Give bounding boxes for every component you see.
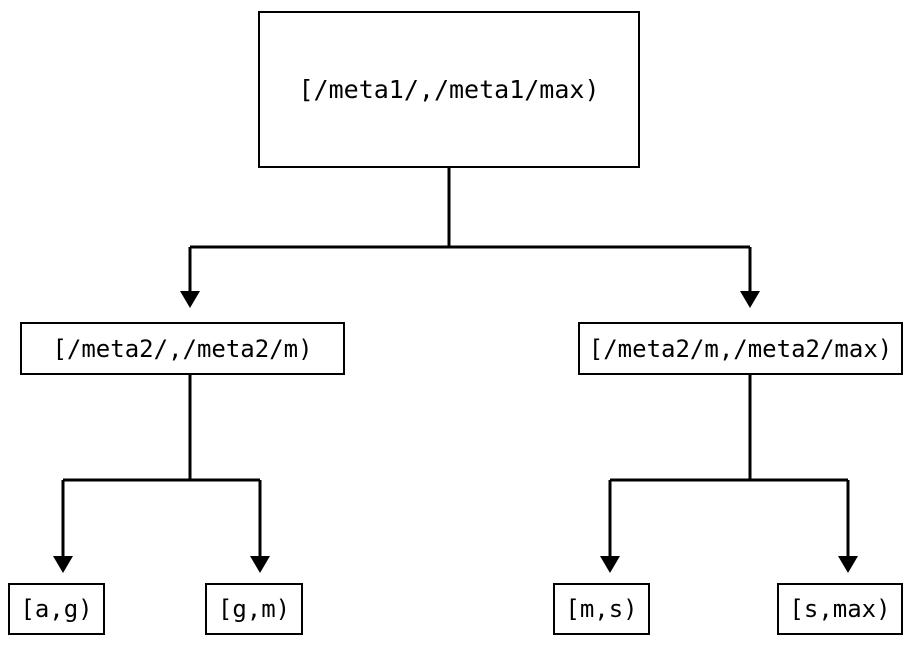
node-leaf-4-label: [s,max) xyxy=(789,595,891,623)
arrowhead-icon-group_mid_left-0 xyxy=(53,556,73,573)
node-root-label: [/meta1/,/meta1/max) xyxy=(298,75,600,104)
node-leaf-3-label: [m,s) xyxy=(565,595,638,623)
node-root[interactable]: [/meta1/,/meta1/max) xyxy=(258,11,640,168)
arrowhead-icon-group_mid_left-1 xyxy=(250,556,270,573)
node-leaf-3[interactable]: [m,s) xyxy=(553,583,650,635)
node-leaf-1-label: [a,g) xyxy=(20,595,93,623)
arrowhead-icon-group_root-0 xyxy=(180,291,200,308)
node-leaf-4[interactable]: [s,max) xyxy=(777,583,903,635)
arrowhead-icon-group_mid_right-0 xyxy=(600,556,620,573)
arrowhead-icon-group_mid_right-1 xyxy=(838,556,858,573)
node-mid-right-label: [/meta2/m,/meta2/max) xyxy=(588,334,893,363)
node-mid-right[interactable]: [/meta2/m,/meta2/max) xyxy=(578,322,903,375)
node-mid-left[interactable]: [/meta2/,/meta2/m) xyxy=(20,322,345,375)
node-mid-left-label: [/meta2/,/meta2/m) xyxy=(52,334,313,363)
node-leaf-2[interactable]: [g,m) xyxy=(205,583,303,635)
node-leaf-1[interactable]: [a,g) xyxy=(8,583,105,635)
node-leaf-2-label: [g,m) xyxy=(217,595,291,623)
arrowhead-icon-group_root-1 xyxy=(740,291,760,308)
